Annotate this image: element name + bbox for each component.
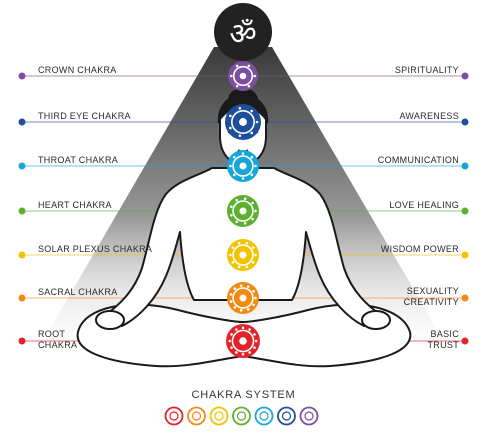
right-dot bbox=[461, 207, 469, 215]
right-dot bbox=[461, 72, 469, 80]
chakra-name-throat-chakra: THROAT CHAKRA bbox=[38, 155, 119, 165]
left-dot bbox=[18, 207, 26, 215]
diagram-title: CHAKRA SYSTEM bbox=[191, 389, 296, 401]
left-dot bbox=[18, 337, 26, 345]
left-dot bbox=[18, 162, 26, 170]
legend-chakra-root-chakra-icon bbox=[164, 406, 184, 426]
chakra-meaning-heart-chakra: LOVE HEALING bbox=[389, 200, 459, 210]
chakra-meaning-throat-chakra: COMMUNICATION bbox=[377, 155, 459, 165]
chakra-meaning-third-eye-chakra: AWARENESS bbox=[399, 111, 459, 121]
chakra-throat-chakra-icon bbox=[227, 150, 259, 182]
legend-chakra-crown-chakra-icon bbox=[299, 406, 319, 426]
chakra-name-solar-plexus-chakra: SOLAR PLEXUS CHAKRA bbox=[38, 244, 153, 254]
chakra-solar-plexus-chakra-icon bbox=[227, 239, 259, 271]
right-dot bbox=[461, 294, 469, 302]
right-dot bbox=[461, 251, 469, 259]
body-chakras bbox=[225, 61, 261, 358]
left-dot bbox=[18, 118, 26, 126]
legend-chakra-throat-chakra-icon bbox=[254, 406, 274, 426]
chakra-meaning-crown-chakra: SPIRITUALITY bbox=[394, 65, 459, 75]
legend-chakra-solar-plexus-chakra-icon bbox=[209, 406, 229, 426]
left-dot bbox=[18, 72, 26, 80]
chakra-name-crown-chakra: CROWN CHAKRA bbox=[38, 65, 117, 75]
chakra-heart-chakra-icon bbox=[227, 195, 259, 227]
right-dot bbox=[461, 162, 469, 170]
chakra-name-sacral-chakra: SACRAL CHAKRA bbox=[38, 287, 118, 297]
chakra-crown-chakra-icon bbox=[228, 61, 258, 91]
chakra-name-heart-chakra: HEART CHAKRA bbox=[38, 200, 112, 210]
om-symbol-badge: ॐ bbox=[214, 3, 272, 61]
right-dot bbox=[461, 337, 469, 345]
chakra-third-eye-chakra-icon bbox=[225, 104, 261, 140]
chakra-root-chakra-icon bbox=[226, 324, 260, 358]
chakra-legend-row bbox=[164, 406, 319, 426]
legend-chakra-sacral-chakra-icon bbox=[187, 406, 206, 426]
om-symbol: ॐ bbox=[229, 17, 256, 52]
legend-chakra-heart-chakra-icon bbox=[232, 406, 251, 426]
right-dot bbox=[461, 118, 469, 126]
left-dot bbox=[18, 251, 26, 259]
chakra-meaning-solar-plexus-chakra: WISDOM POWER bbox=[380, 244, 459, 254]
legend-chakra-third-eye-chakra-icon bbox=[277, 406, 296, 426]
chakra-name-third-eye-chakra: THIRD EYE CHAKRA bbox=[38, 111, 131, 121]
left-dot bbox=[18, 294, 26, 302]
chakra-sacral-chakra-icon bbox=[227, 282, 259, 314]
